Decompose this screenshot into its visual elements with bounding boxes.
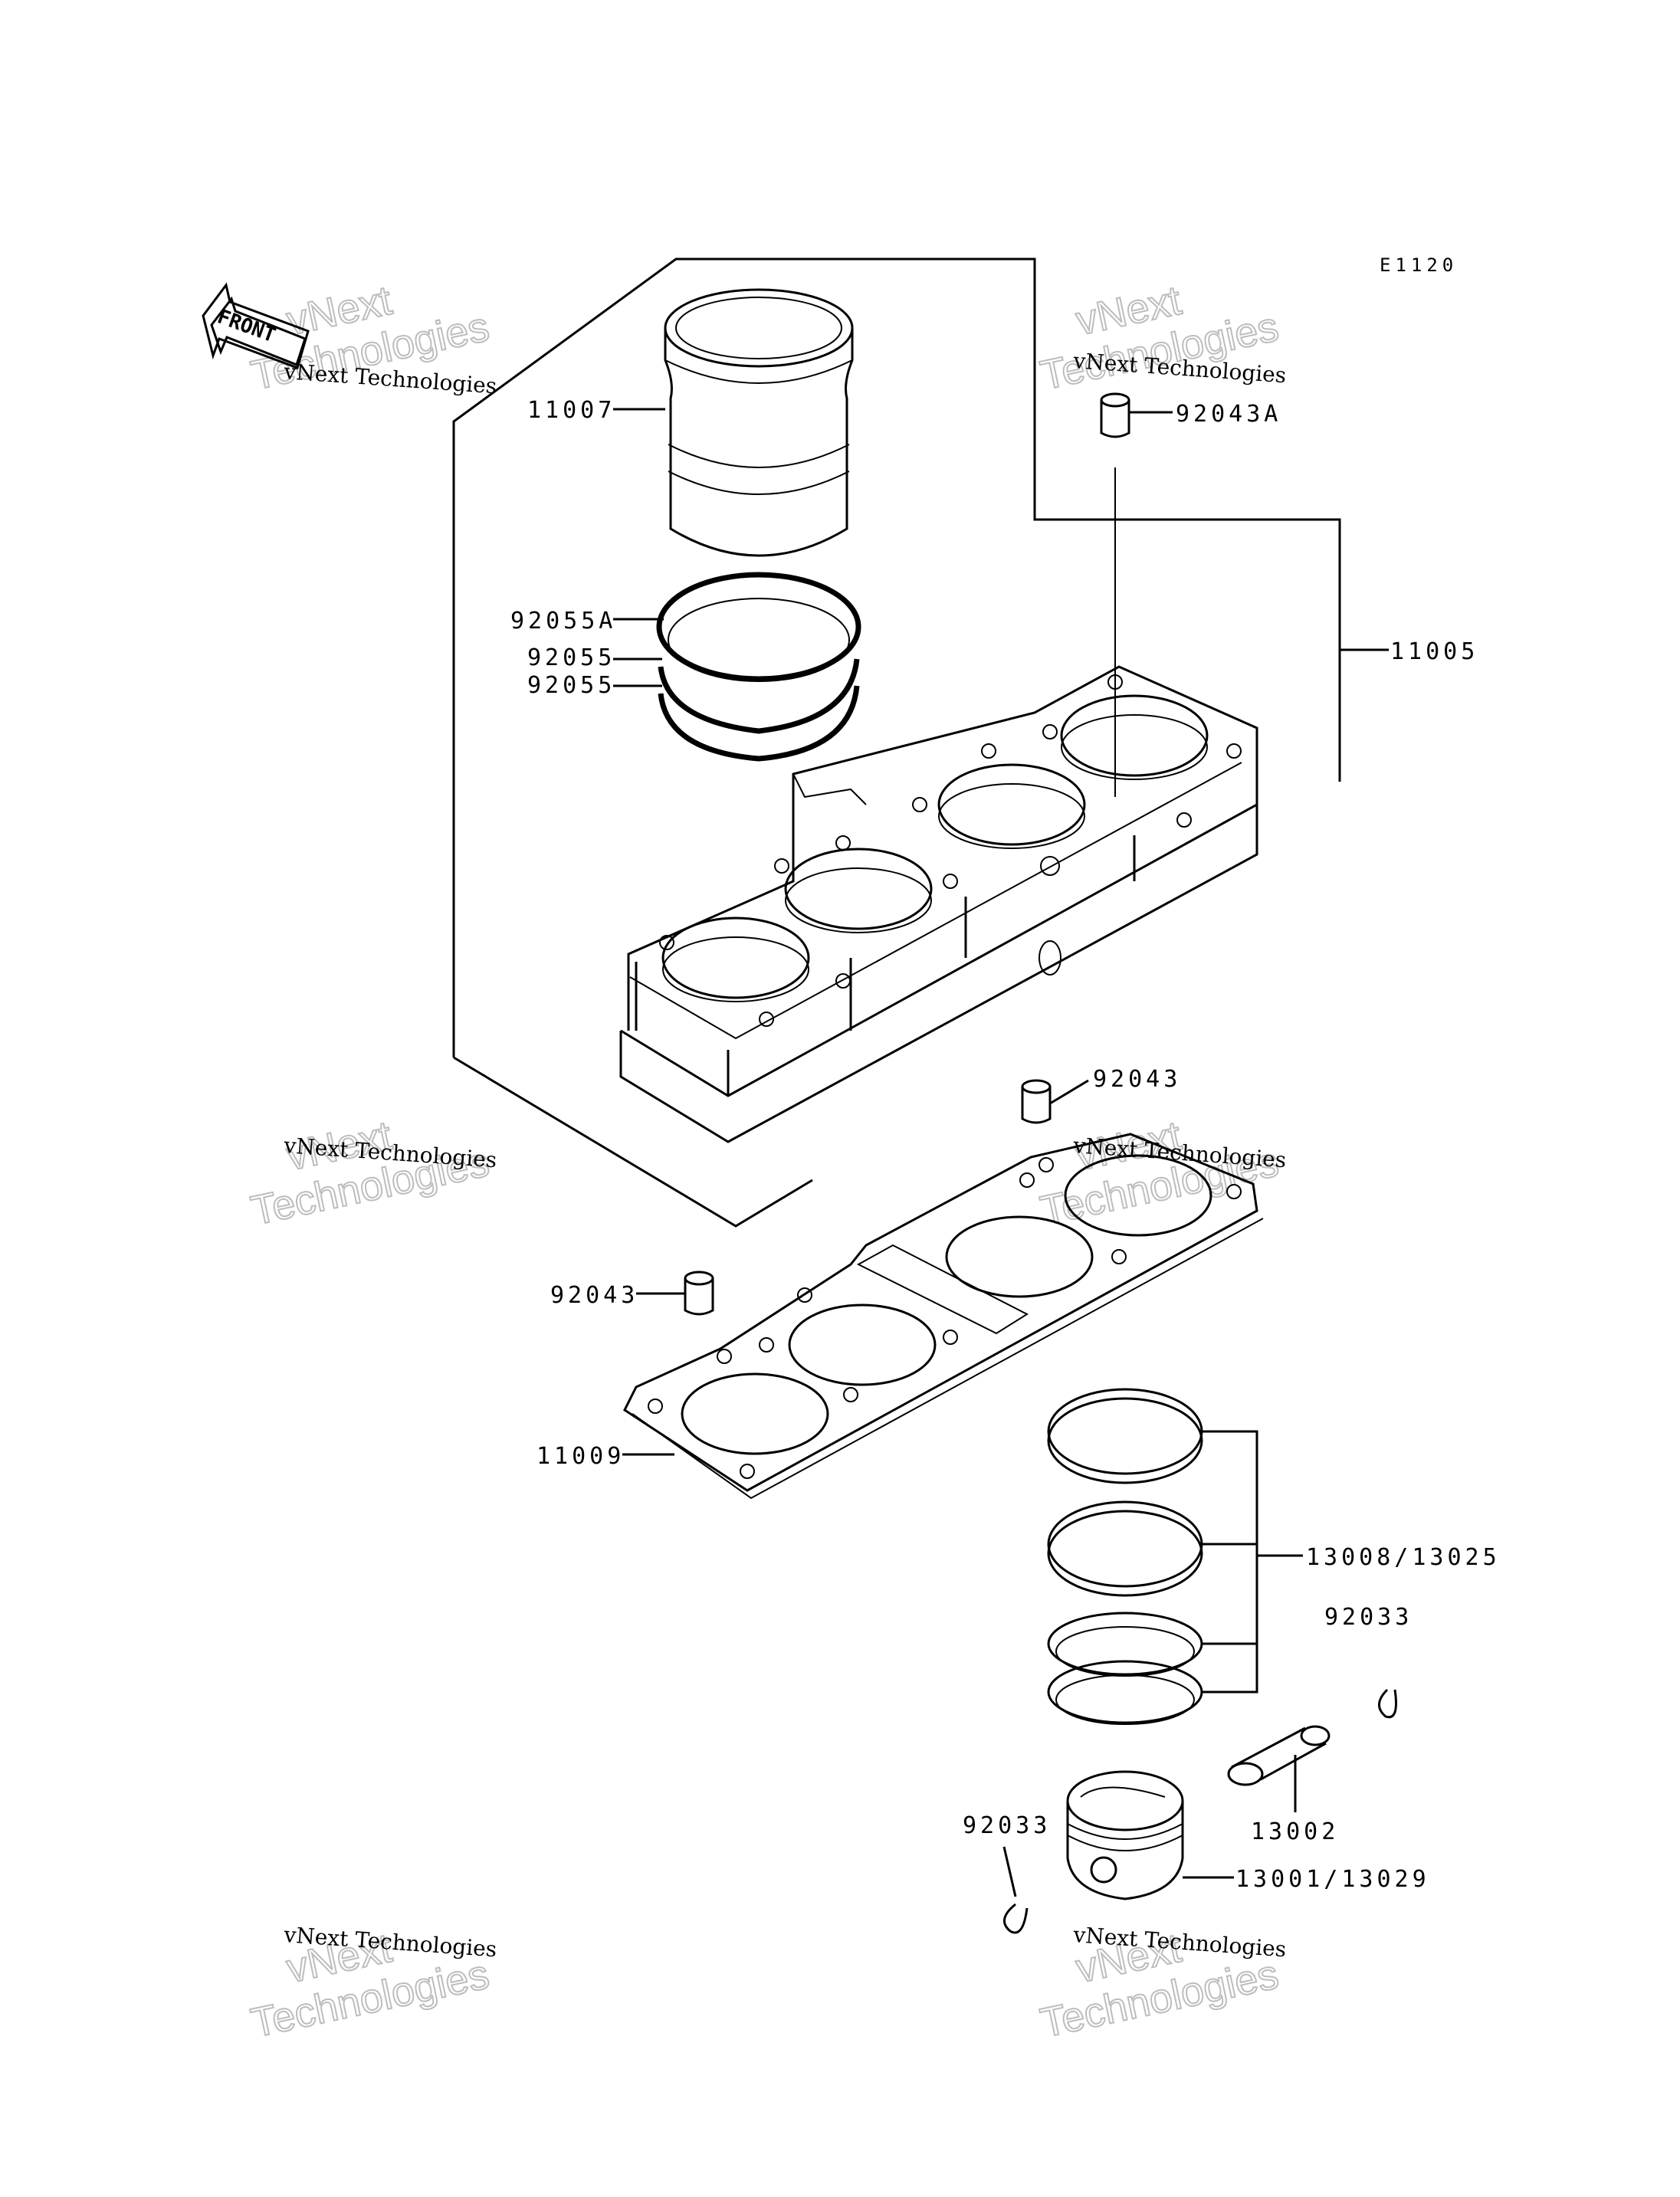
watermark-group: vNext Technologies vNext Technologies vN… (246, 277, 1287, 2048)
part-label-13002: 13002 (1251, 1818, 1339, 1845)
cylinder-block (619, 665, 1258, 1143)
part-label-92033-right: 92033 (1324, 1604, 1413, 1631)
part-label-92055: 92055 (527, 672, 615, 699)
part-label-92043-lower: 92043 (550, 1282, 638, 1309)
diagram-code: E1120 (1380, 254, 1458, 276)
part-label-92043-upper: 92043 (1093, 1066, 1181, 1093)
circlip-left-icon (1003, 1903, 1029, 1934)
part-label-11009: 11009 (536, 1443, 625, 1470)
dowel-pin-a (1100, 392, 1130, 438)
part-label-11007: 11007 (527, 397, 615, 424)
part-label-92033-left: 92033 (963, 1812, 1051, 1839)
leader-line (1002, 1846, 1017, 1897)
part-label-92055a: 92055A (510, 608, 616, 635)
piston-ring-set (1047, 1388, 1203, 1725)
piston-rings-upper (656, 572, 861, 762)
piston (1066, 1770, 1184, 1900)
leader-line (1049, 1079, 1089, 1105)
base-gasket (623, 1133, 1264, 1500)
assembly-outline (452, 257, 1341, 1058)
part-label-13001-13029: 13001/13029 (1235, 1866, 1430, 1893)
assembly-outline-lower (453, 1056, 813, 1228)
part-label-92043a: 92043A (1176, 401, 1281, 428)
dowel-pin-lower (684, 1271, 714, 1316)
cylinder-sleeve (664, 288, 854, 557)
circlip-right-icon (1378, 1688, 1397, 1719)
piston-pin (1227, 1725, 1331, 1786)
bracket-line (1202, 1430, 1258, 1694)
part-label-13008-13025: 13008/13025 (1306, 1544, 1501, 1571)
dowel-pin-upper (1021, 1079, 1052, 1124)
part-label-92055: 92055 (527, 644, 615, 671)
part-label-11005: 11005 (1390, 638, 1478, 665)
